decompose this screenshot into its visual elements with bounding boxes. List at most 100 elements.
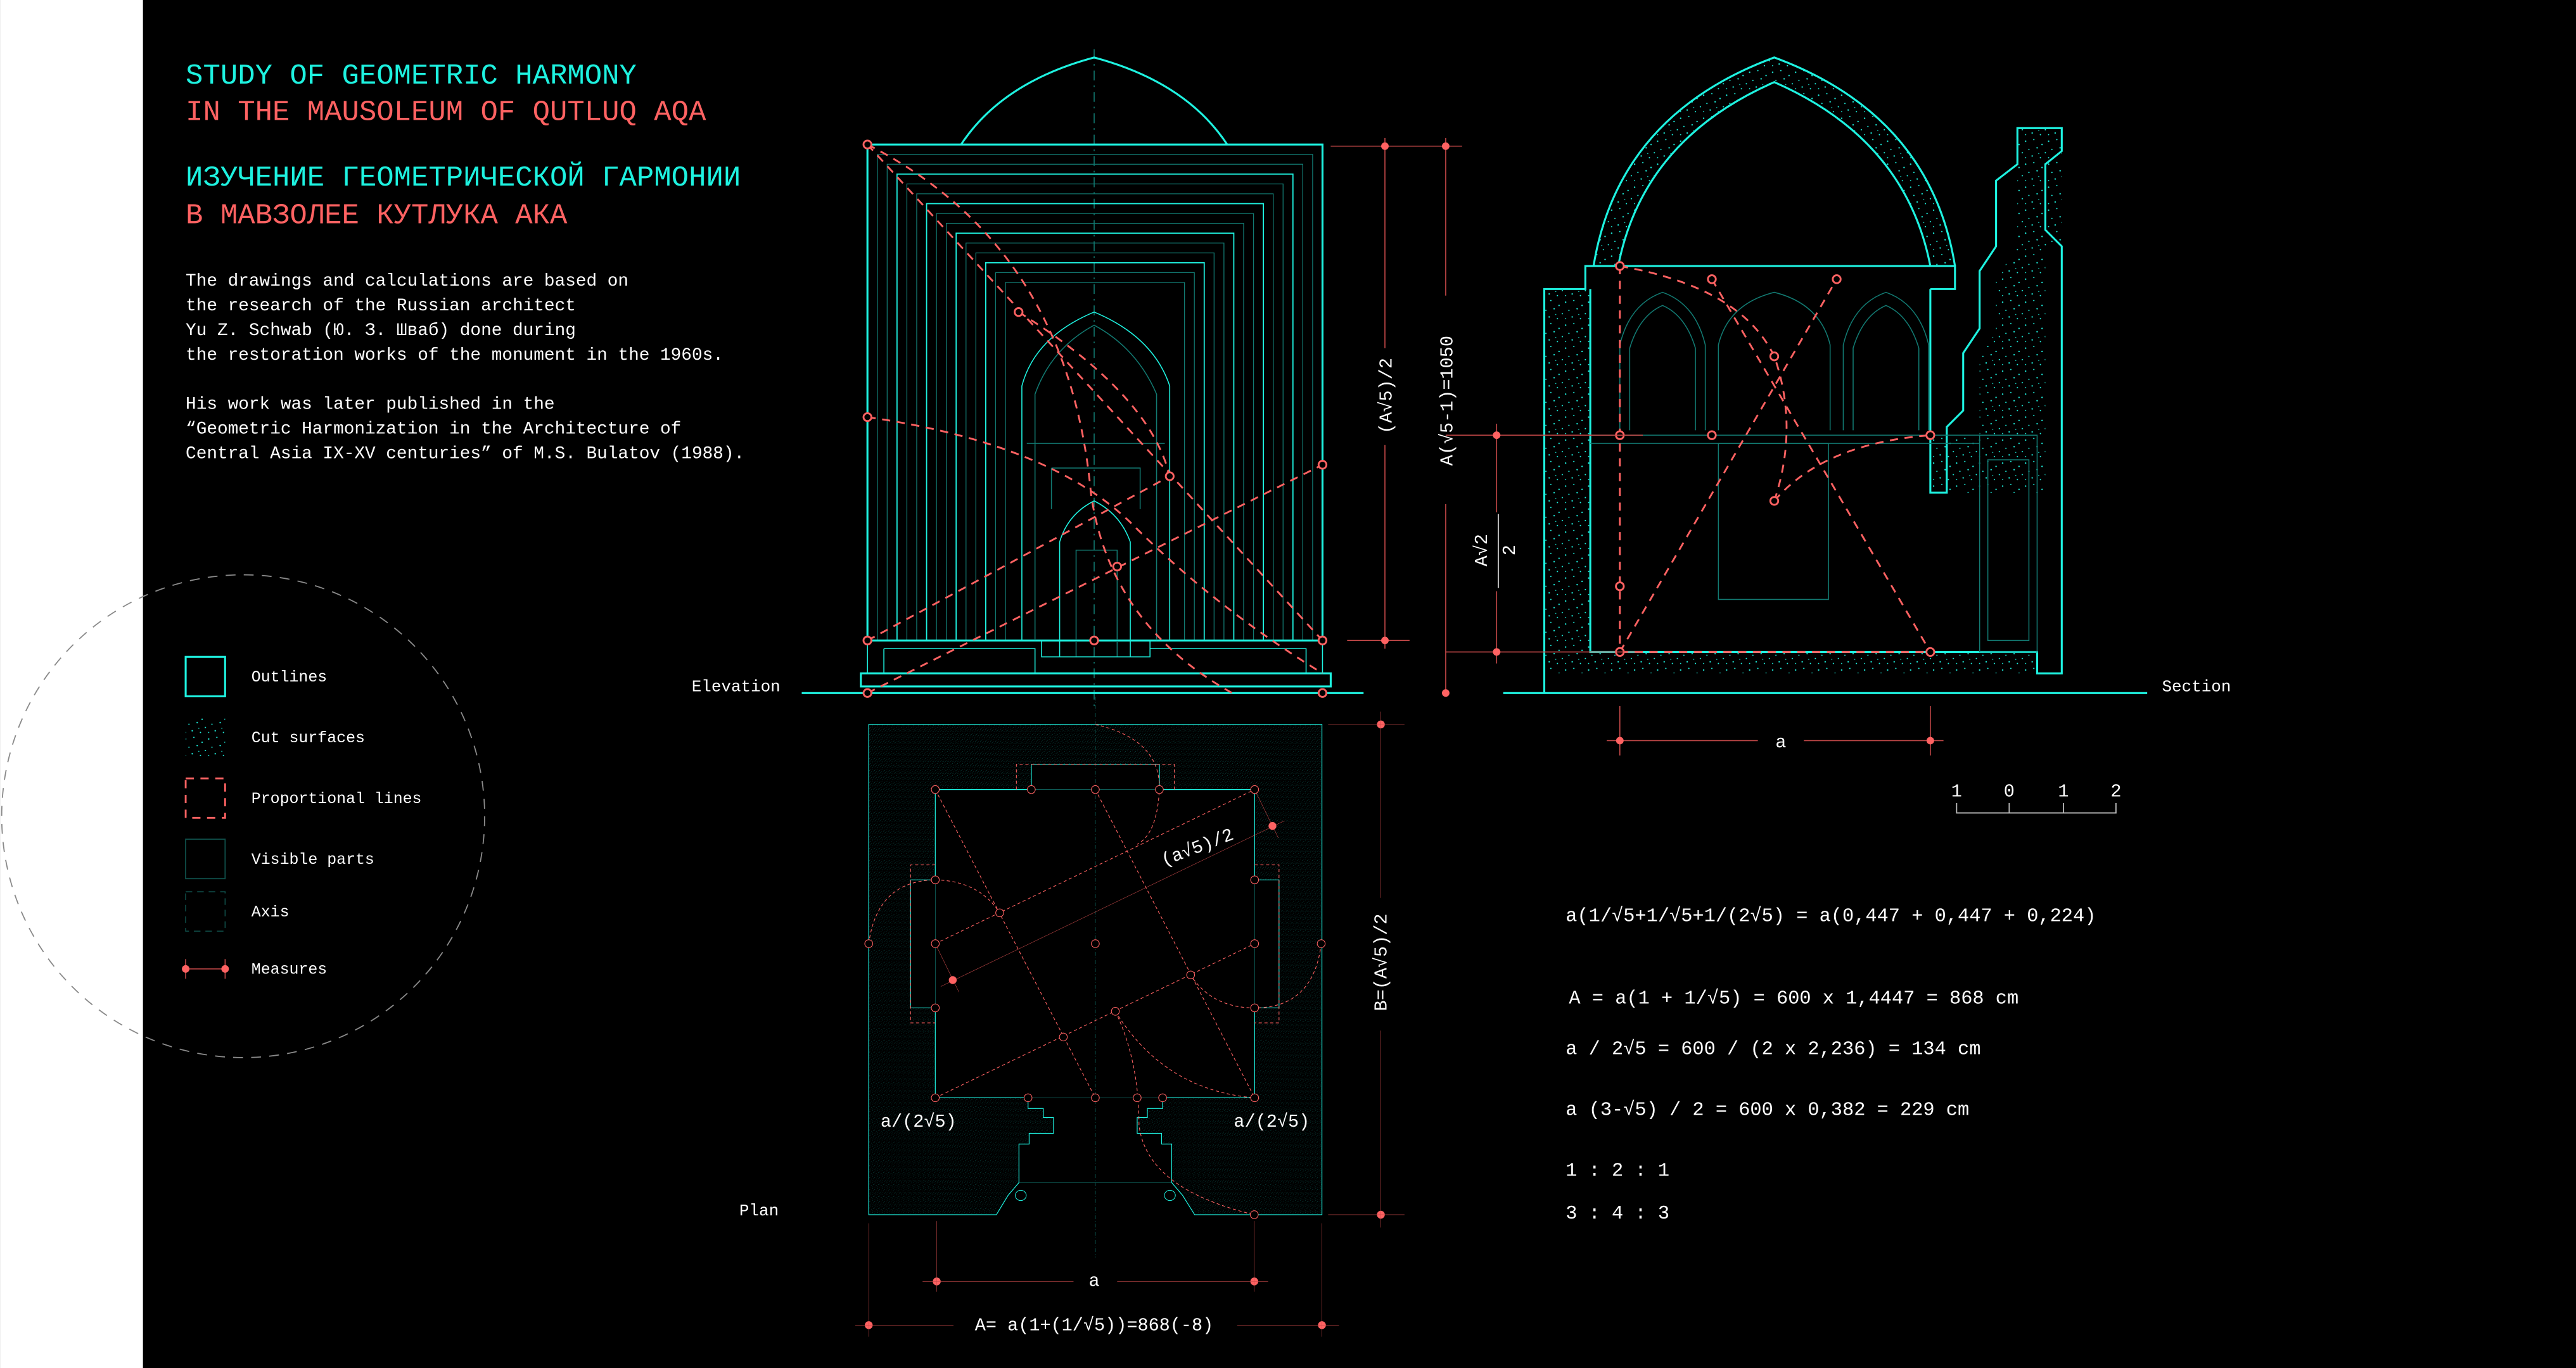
plan-diagonal-dimension — [935, 790, 1284, 992]
legend: Outlines Cut surfaces Proportional lines… — [182, 656, 422, 979]
measure-point — [1251, 1211, 1258, 1219]
description-line: the restoration works of the monument in… — [186, 346, 724, 365]
dashed-square-icon — [184, 777, 226, 819]
measure-point — [1092, 940, 1099, 947]
scale-tick-label: 1 — [2058, 782, 2069, 802]
plan-cut-surfaces — [869, 724, 1322, 1215]
section-dimensions: A√2 2 a — [1445, 424, 1944, 756]
description-line: Central Asia IX-XV centuries” of M.S. Bu… — [186, 444, 744, 464]
axis-square-icon — [185, 891, 226, 932]
plan-drawing — [855, 697, 1405, 1337]
elevation-plinth — [860, 672, 1332, 688]
section-dim-a: a — [1775, 732, 1786, 753]
plan-dim-B: B=(A√5)/2 — [1372, 914, 1393, 1011]
measure-point — [1159, 1094, 1166, 1101]
measure-point — [931, 1004, 939, 1011]
measure-point — [931, 1094, 939, 1101]
elevation-drawing: (A√5)/2 A(√5-1)=1050 Elevation — [692, 49, 1462, 707]
elevation-dim-total: A(√5-1)=1050 — [1437, 336, 1458, 466]
section-cut-wall-right — [1930, 128, 2062, 493]
legend-label: Proportional lines — [252, 790, 422, 808]
section-dim-frac-den: 2 — [1500, 545, 1521, 555]
measure-point — [1092, 1094, 1099, 1101]
section-proportional-lines — [1619, 265, 1932, 653]
measure-point — [1059, 1033, 1067, 1041]
measure-point — [1251, 785, 1258, 793]
measure-end-dot — [1268, 821, 1277, 830]
title-en-line2: IN THE MAUSOLEUM OF QUTLUQ AQA — [186, 96, 706, 129]
measure-point — [931, 785, 939, 793]
section-cut-dome — [1593, 57, 1955, 267]
title-ru-line2: В МАВЗОЛЕЕ КУТЛУКА АКА — [186, 200, 568, 232]
elevation-measure-points — [862, 139, 1328, 698]
measure-point — [1092, 785, 1099, 793]
plan-entrance-columns — [1016, 1190, 1176, 1200]
plan-corner-right-label: a/(2√5) — [1234, 1112, 1310, 1132]
title-en-line1: STUDY OF GEOMETRIC HARMONY — [186, 60, 637, 92]
scale-bar: 1 0 1 2 — [1951, 782, 2121, 814]
ratio: 3 : 4 : 3 — [1565, 1203, 1669, 1225]
elevation-dimensions: (A√5)/2 A(√5-1)=1050 — [1330, 137, 1462, 697]
formula: a / 2√5 = 600 / (2 x 2,236) = 134 cm — [1565, 1039, 1980, 1061]
description-line: the research of the Russian architect — [186, 296, 576, 316]
elevation-dome — [960, 56, 1228, 146]
measure-point — [1156, 785, 1163, 793]
measure-point — [1251, 876, 1258, 884]
formula: a (3-√5) / 2 = 600 x 0,382 = 229 cm — [1565, 1100, 1969, 1122]
measure-point — [1251, 1004, 1258, 1011]
description-line: His work was later published in the — [186, 395, 555, 415]
elevation-proportional-lines — [867, 143, 1323, 694]
white-margin — [0, 0, 143, 1368]
title-block: STUDY OF GEOMETRIC HARMONY IN THE MAUSOL… — [186, 60, 741, 232]
section-outline — [1503, 127, 2148, 694]
measure-point — [1133, 1094, 1141, 1101]
legend-label: Cut surfaces — [252, 730, 365, 747]
section-dome — [1592, 56, 1956, 267]
measure-point — [996, 909, 1004, 916]
stipple-square-icon — [186, 718, 226, 757]
measure-point — [1317, 940, 1325, 947]
measure-point — [931, 876, 939, 884]
legend-label: Measures — [252, 961, 327, 979]
measure-point — [1187, 971, 1194, 978]
description-line: The drawings and calculations are based … — [186, 272, 628, 291]
section-measure-points — [1615, 261, 1935, 657]
plan-corner-left-label: a/(2√5) — [881, 1112, 957, 1132]
section-dim-frac-num: A√2 — [1472, 534, 1493, 566]
legend-circle — [1, 574, 485, 1058]
measure-line-icon — [182, 959, 229, 979]
elevation-door-arch — [1059, 500, 1131, 657]
formula: A = a(1 + 1/√5) = 600 x 1,4447 = 868 cm — [1569, 988, 2018, 1010]
measure-end-dot — [948, 976, 957, 984]
plan-dim-a: a — [1088, 1270, 1099, 1291]
measure-point — [865, 940, 872, 947]
plan-proportional-lines — [869, 725, 1321, 1215]
scale-tick-label: 1 — [1951, 782, 1962, 802]
description-line: Yu Z. Schwab (Ю. З. Шваб) done during — [186, 321, 576, 341]
legend-label: Axis — [252, 904, 290, 922]
plan-dim-A: A= a(1+(1/√5))=868(-8) — [975, 1315, 1213, 1336]
section-label: Section — [2162, 678, 2231, 697]
measure-point — [1111, 1008, 1119, 1015]
plan-labels: a/(2√5) a/(2√5) (a√5)/2 B=(A√5)/2 a A= a… — [881, 825, 1393, 1336]
thin-square-icon — [185, 839, 226, 880]
plan-label: Plan — [739, 1201, 779, 1220]
elevation-niche-detail — [1026, 324, 1165, 641]
description-line: “Geometric Harmonization in the Architec… — [186, 420, 681, 440]
measure-point — [931, 940, 939, 947]
section-drawing: A√2 2 a Section — [1445, 56, 2231, 756]
measure-point — [1028, 785, 1035, 793]
formulas: a(1/√5+1/√5+1/(2√5) = a(0,447 + 0,447 + … — [1565, 906, 2096, 1225]
measure-point — [1251, 940, 1258, 947]
elevation-dim-half: (A√5)/2 — [1376, 358, 1397, 434]
description: The drawings and calculations are based … — [186, 272, 744, 464]
elevation-label: Elevation — [692, 678, 781, 697]
plan-dimensions — [855, 712, 1405, 1337]
measure-point — [1024, 1094, 1031, 1101]
section-visible-parts — [1590, 291, 2038, 653]
legend-label: Visible parts — [252, 851, 374, 869]
title-ru-line1: ИЗУЧЕНИЕ ГЕОМЕТРИЧЕСКОЙ ГАРМОНИИ — [186, 161, 741, 194]
ratio: 1 : 2 : 1 — [1565, 1161, 1669, 1182]
elevation-arched-niche — [1021, 311, 1171, 641]
